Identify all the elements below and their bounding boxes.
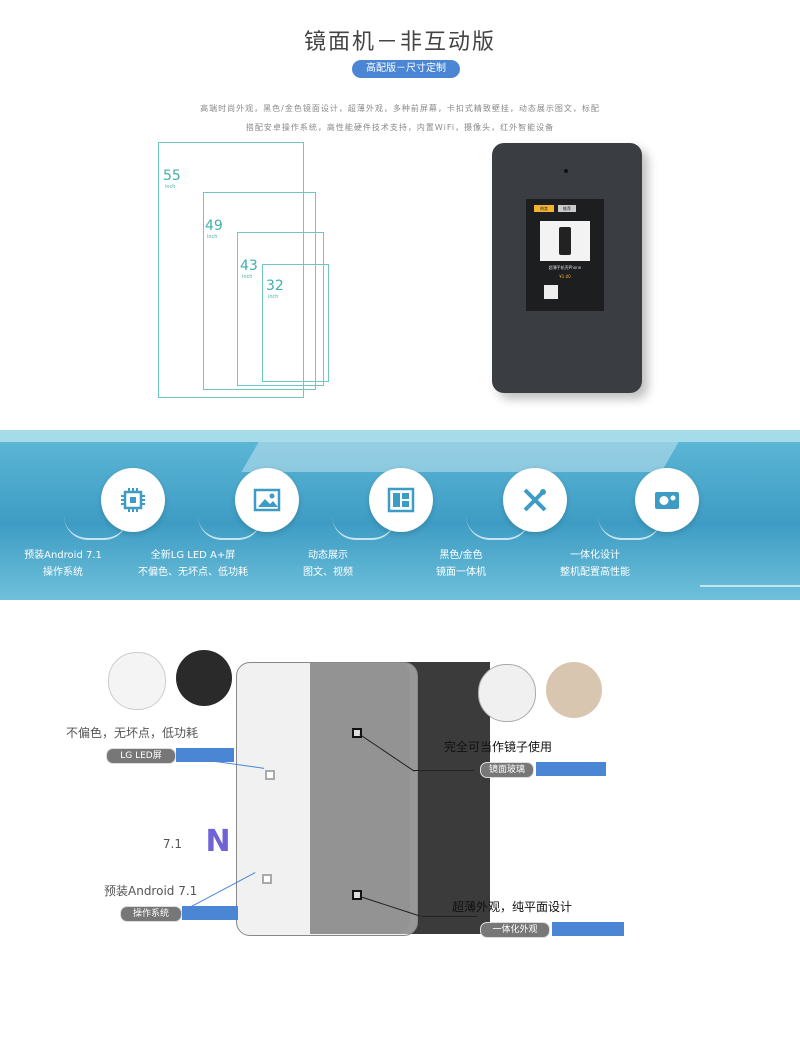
size-outline-32: [262, 264, 329, 382]
mirror-device: 热卖 推荐 超薄手机壳Phone ¥1.00: [492, 143, 642, 393]
feature-android-title: 预装Android 7.1: [24, 550, 102, 561]
callout-android-bar: [182, 906, 238, 920]
feature-arc: [598, 516, 662, 540]
size-outline-43: [237, 232, 324, 386]
feature-dynamic-title: 动态展示: [308, 550, 348, 561]
android-nougat-icon: N: [205, 824, 231, 859]
feature-circle: [369, 468, 433, 532]
feature-circle: [503, 468, 567, 532]
callout-mirror-bar: [536, 762, 606, 776]
camera-icon: [655, 492, 679, 509]
connector-line: [422, 916, 477, 917]
description-line-2: 搭配安卓操作系统，高性能硬件技术支持，内置WiFi，摄像头，红外智能设备: [245, 123, 555, 132]
feature-design: [598, 468, 702, 540]
chip-icon: [121, 488, 145, 512]
tools-icon: [523, 488, 547, 512]
feature-screen-title: 全新LG LED A+屏: [150, 550, 236, 561]
callout-android-tag: 操作系统: [120, 906, 182, 922]
connector-dot: [262, 874, 272, 884]
feature-screen-sub: 不偏色、无坏点、低功耗: [138, 567, 248, 578]
screen-edge-thumb: [108, 652, 166, 710]
connector-dot: [352, 890, 362, 900]
callout-thin-tag: 一体化外观: [480, 922, 550, 938]
feature-circle: [101, 468, 165, 532]
panel-glass-layer: [236, 662, 418, 936]
callout-thin-text: 超薄外观，纯平面设计: [452, 900, 573, 914]
size-num-43: 43: [240, 258, 258, 274]
feature-arc: [198, 516, 262, 540]
feature-mirror: [466, 468, 570, 540]
feature-arc: [64, 516, 128, 540]
feature-android: [64, 468, 168, 540]
gallery-icon: [387, 487, 415, 513]
connector-dot: [265, 770, 275, 780]
panel-edge-thumb: [176, 650, 232, 706]
size-outline-55: [158, 142, 304, 398]
feature-dynamic-sub: 图文、视频: [303, 567, 353, 578]
phone-icon: [559, 227, 571, 255]
feature-design-title: 一体化设计: [570, 550, 620, 561]
device-screen: 热卖 推荐 超薄手机壳Phone ¥1.00: [526, 199, 604, 311]
callout-mirror-tag: 镜面玻璃: [480, 762, 534, 778]
size-num-55: 55: [163, 168, 181, 184]
callout-android-text: 预装Android 7.1: [104, 884, 198, 898]
callout-thin-bar: [552, 922, 624, 936]
android-version-icon: 7.1: [162, 837, 182, 851]
size-unit-43: inch: [242, 274, 253, 280]
screen-price: ¥1.00: [559, 274, 571, 279]
screen-product-name: 超薄手机壳Phone: [548, 265, 582, 270]
size-num-49: 49: [205, 218, 223, 234]
mirror-reflection-thumb: [546, 662, 602, 718]
feature-mirror-title: 黑色/金色: [439, 550, 483, 561]
feature-arc: [332, 516, 396, 540]
band-line: [700, 585, 800, 587]
size-unit-32: inch: [268, 294, 279, 300]
feature-android-sub: 操作系统: [43, 567, 83, 578]
screen-product-card: [540, 221, 590, 261]
size-unit-55: inch: [165, 184, 176, 190]
feature-circle: [635, 468, 699, 532]
size-num-32: 32: [266, 278, 284, 294]
feature-dynamic: [332, 468, 436, 540]
camera-icon: [564, 169, 568, 173]
size-unit-49: inch: [207, 234, 218, 240]
band-stripe: [241, 442, 679, 472]
callout-led-tag: LG LED屏: [106, 748, 176, 764]
description-line-1: 高端时尚外观，黑色/金色镜面设计，超薄外观，多种前屏幕，卡扣式精致壁挂，动态展示…: [200, 104, 600, 113]
size-outline-49: [203, 192, 316, 390]
version-badge: 高配版－尺寸定制: [352, 60, 460, 78]
callout-led-text: 不偏色，无坏点，低功耗: [66, 726, 199, 740]
feature-mirror-sub: 镜面一体机: [436, 567, 486, 578]
callout-mirror-text: 完全可当作镜子使用: [444, 740, 553, 754]
band-highlight: [0, 430, 800, 442]
feature-arc: [466, 516, 530, 540]
screen-tab-right: 推荐: [558, 205, 576, 212]
image-icon: [253, 488, 281, 512]
feature-design-sub: 整机配置高性能: [560, 567, 630, 578]
feature-screen: [198, 468, 302, 540]
callout-led-bar: [176, 748, 234, 762]
connector-dot: [352, 728, 362, 738]
connector-line: [414, 770, 474, 771]
page-title: 镜面机－非互动版: [303, 30, 496, 55]
glass-thumb: [478, 664, 536, 722]
feature-circle: [235, 468, 299, 532]
qr-code-icon: [544, 285, 558, 299]
screen-tab-left: 热卖: [534, 205, 554, 212]
